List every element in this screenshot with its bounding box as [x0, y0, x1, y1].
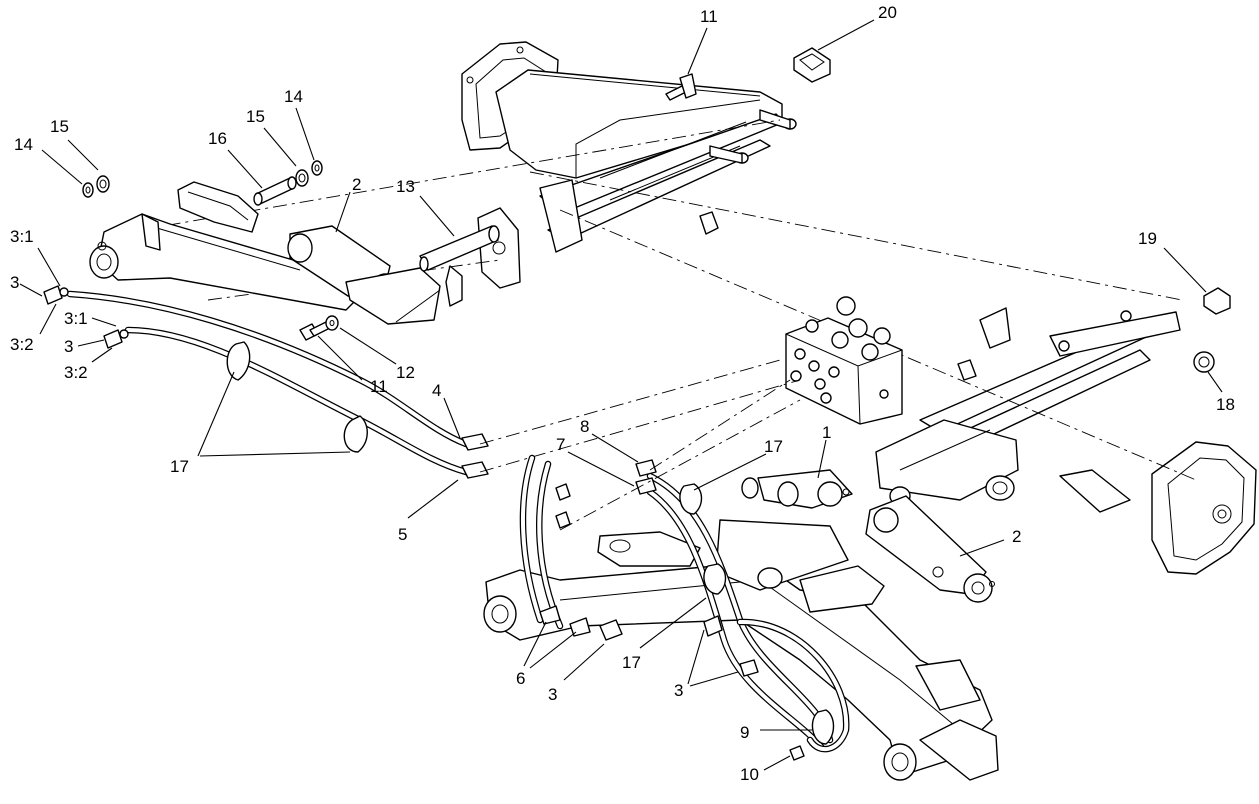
- left-hydraulic-hoses: [43, 285, 801, 479]
- valve-manifold: [785, 296, 903, 425]
- callout-3-right: 3: [674, 681, 683, 700]
- callout-20: 20: [878, 3, 897, 22]
- right-lift-arm: [483, 419, 1019, 781]
- pin-and-washers-left: [82, 47, 1231, 373]
- callout-14-left: 14: [14, 135, 33, 154]
- callout-3-2-mid: 3:2: [64, 363, 88, 382]
- callout-13: 13: [396, 177, 415, 196]
- callout-10: 10: [740, 765, 759, 784]
- callout-labels: 11 20 14 15 15 14 16 2 13 3:1 3 3:2 3:1 …: [10, 3, 1235, 784]
- callout-9: 9: [740, 723, 749, 742]
- callout-12: 12: [396, 363, 415, 382]
- callout-18: 18: [1216, 395, 1235, 414]
- callout-7: 7: [556, 435, 565, 454]
- callout-17-bottom: 17: [622, 653, 641, 672]
- callout-15-right: 15: [246, 107, 265, 126]
- callout-4: 4: [432, 381, 441, 400]
- callout-3-top: 3: [10, 273, 19, 292]
- callout-17-mid: 17: [764, 437, 783, 456]
- callout-3-1-mid: 3:1: [64, 309, 88, 328]
- callout-5: 5: [398, 525, 407, 544]
- callout-3-bottom: 3: [548, 685, 557, 704]
- callout-8: 8: [580, 417, 589, 436]
- right-hydraulic-hoses: [519, 379, 850, 761]
- callout-16: 16: [208, 129, 227, 148]
- callout-11-mid: 11: [370, 377, 388, 396]
- callout-1: 1: [822, 423, 831, 442]
- callout-19: 19: [1138, 229, 1157, 248]
- callout-2-left: 2: [352, 175, 361, 194]
- callout-leaders: [19, 19, 1223, 771]
- callout-15-left: 15: [50, 117, 69, 136]
- callout-6: 6: [516, 669, 525, 688]
- callout-2-right: 2: [1012, 527, 1021, 546]
- callout-3-1-top: 3:1: [10, 227, 34, 246]
- callout-3-2-top: 3:2: [10, 335, 34, 354]
- main-frame-tube: [139, 41, 1257, 575]
- callout-17-left: 17: [170, 457, 189, 476]
- callout-11-top: 11: [700, 7, 718, 26]
- left-lift-arm: [89, 181, 500, 325]
- callout-3-mid: 3: [64, 337, 73, 356]
- callout-14-right: 14: [284, 87, 303, 106]
